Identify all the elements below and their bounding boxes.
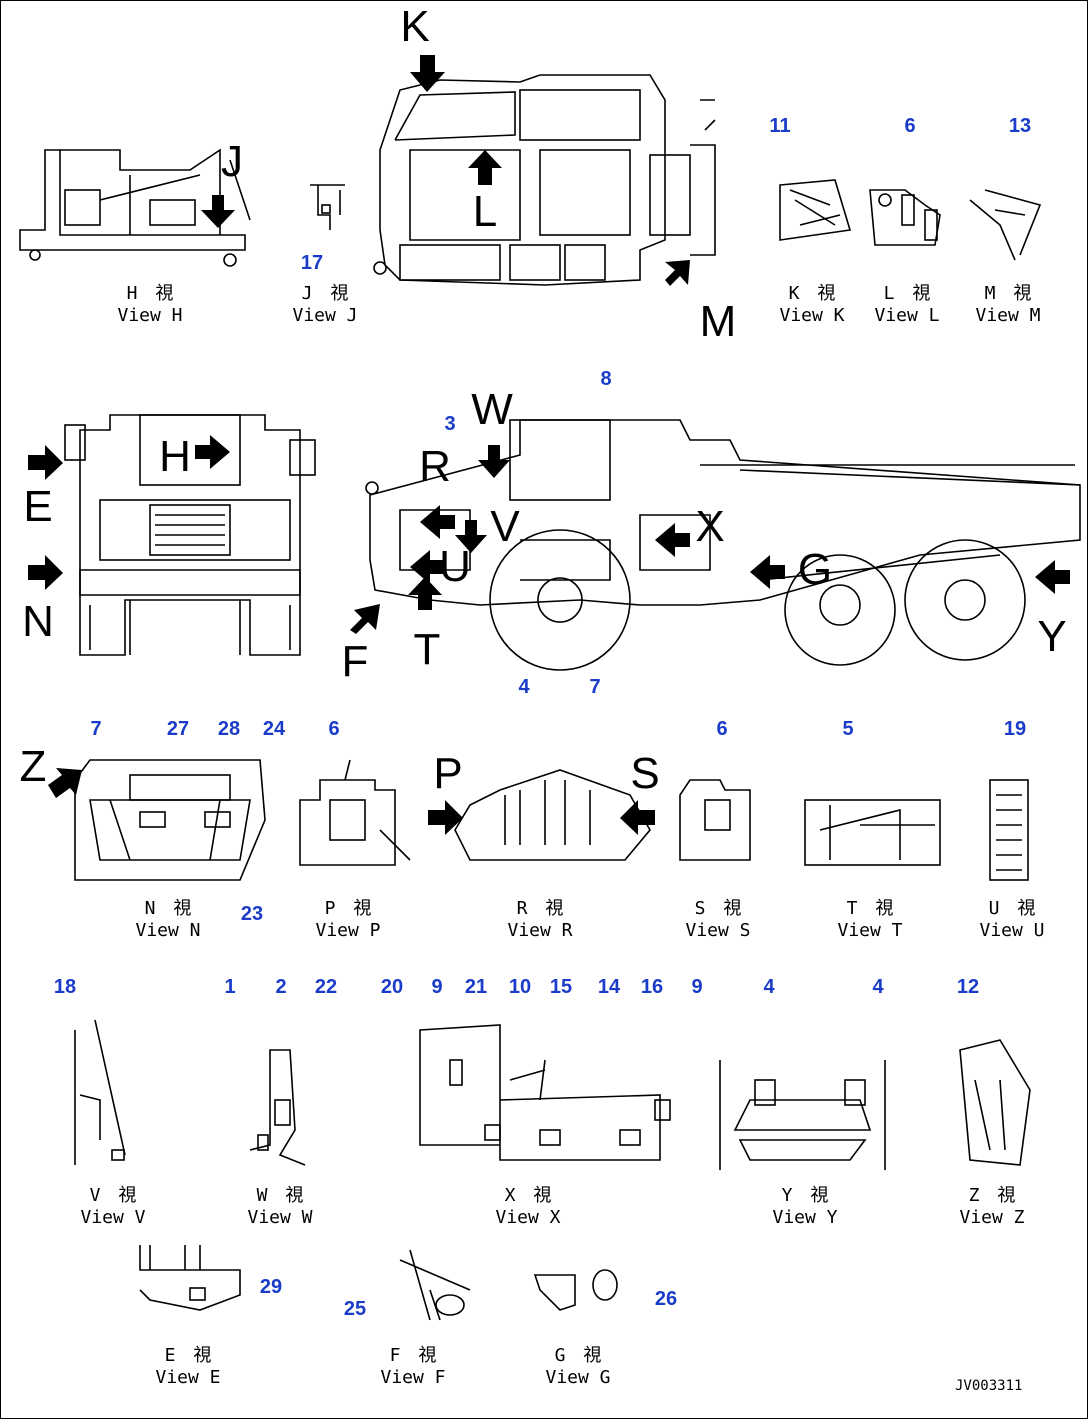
view-k-drawing	[779, 179, 852, 241]
view-n-drawing	[74, 759, 266, 881]
view-w-drawing	[249, 1049, 306, 1166]
part-number: 20	[380, 976, 404, 998]
view-letter: T	[413, 625, 441, 674]
view-t-drawing	[804, 799, 941, 866]
view-letter: G	[797, 545, 833, 594]
view-p-drawing	[299, 759, 411, 866]
view-f-drawing	[399, 1249, 471, 1321]
view-z-drawing	[959, 1039, 1031, 1166]
part-number: 9	[431, 976, 443, 998]
part-number: 18	[53, 976, 77, 998]
view-letter: N	[22, 597, 54, 646]
part-number: 4	[518, 676, 530, 698]
view-letter: S	[630, 749, 660, 798]
view-letter: J	[221, 137, 243, 186]
view-g-drawing	[533, 1269, 618, 1311]
view-letter: P	[433, 749, 463, 798]
part-number: 8	[600, 368, 612, 390]
part-number: 6	[328, 718, 340, 740]
view-e-drawing	[139, 1245, 241, 1311]
view-letter: R	[419, 442, 451, 491]
part-number: 28	[217, 718, 241, 740]
part-number: 10	[508, 976, 532, 998]
view-letter: X	[695, 502, 725, 551]
view-arrows	[28, 55, 1070, 835]
part-number: 27	[166, 718, 190, 740]
part-number: 7	[90, 718, 102, 740]
top-view-drawing	[373, 74, 716, 286]
view-letter: U	[439, 542, 471, 591]
part-number: 19	[1003, 718, 1027, 740]
view-letter: K	[400, 2, 430, 51]
part-number: 14	[597, 976, 621, 998]
part-number: 5	[842, 718, 854, 740]
part-number: 22	[314, 976, 338, 998]
part-number: 4	[763, 976, 775, 998]
part-number: 6	[716, 718, 728, 740]
view-v-drawing	[74, 1019, 126, 1165]
view-letter: F	[341, 637, 369, 686]
view-s-drawing	[679, 779, 751, 861]
view-letter: V	[490, 502, 520, 551]
part-number: 1	[224, 976, 236, 998]
part-number: 4	[872, 976, 884, 998]
view-x-drawing	[419, 1024, 671, 1161]
part-number: 29	[259, 1276, 283, 1298]
part-number: 11	[769, 115, 791, 137]
view-r-drawing	[454, 769, 651, 861]
part-number: 7	[589, 676, 601, 698]
view-letter: Y	[1037, 612, 1067, 661]
view-m-drawing	[969, 189, 1042, 261]
view-u-drawing	[989, 779, 1029, 881]
part-number: 15	[549, 976, 573, 998]
part-number: 13	[1008, 115, 1032, 137]
view-letter: W	[471, 385, 513, 434]
part-number: 17	[300, 252, 324, 274]
part-number: 24	[262, 718, 286, 740]
part-number: 3	[444, 413, 456, 435]
view-letter: H	[159, 432, 191, 481]
part-number: 2	[275, 976, 287, 998]
view-letter: M	[699, 297, 737, 346]
view-letter: L	[472, 187, 498, 236]
view-letter: E	[23, 482, 53, 531]
view-j-drawing	[310, 184, 345, 230]
part-number: 26	[654, 1288, 678, 1310]
part-number: 12	[956, 976, 980, 998]
view-letter: Z	[19, 742, 47, 791]
part-number: 25	[343, 1298, 367, 1320]
part-number: 16	[640, 976, 664, 998]
part-number: 9	[691, 976, 703, 998]
drawing-code: JV003311	[955, 1378, 1023, 1394]
view-y-drawing	[719, 1060, 886, 1170]
part-number: 21	[464, 976, 488, 998]
part-number: 23	[240, 903, 264, 925]
view-l-drawing	[869, 189, 941, 246]
front-view-drawing	[64, 414, 316, 656]
part-number: 6	[904, 115, 916, 137]
view-h-drawing	[19, 148, 251, 267]
